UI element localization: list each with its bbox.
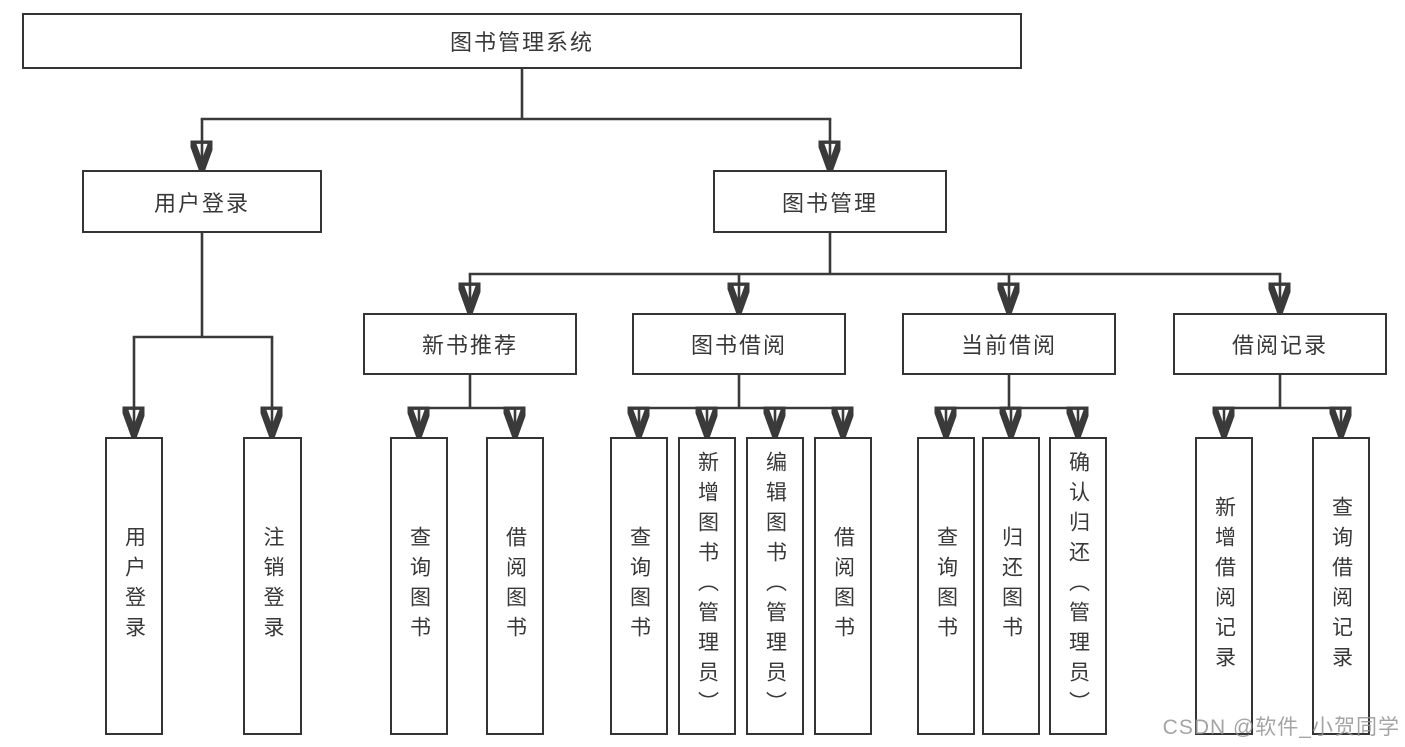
node-leaf-bb-borrow-book: 借阅图书 [814,437,872,735]
node-new-book-recommendation: 新书推荐 [363,313,577,375]
node-label: 借阅图书 [831,526,855,646]
node-label: 用户登录 [122,526,146,646]
node-library-management-system: 图书管理系统 [22,13,1022,69]
node-label: 查询图书 [627,526,651,646]
node-label: 查询图书 [407,526,431,646]
node-label: 借阅记录 [1231,333,1328,358]
node-label: 图书借阅 [690,333,787,358]
node-leaf-user-login: 用户登录 [105,437,163,735]
node-leaf-logout: 注销登录 [243,437,302,735]
node-label: 归还图书 [999,526,1023,646]
node-leaf-br-add-record: 新增借阅记录 [1195,437,1253,735]
node-label: 图书管理 [781,190,878,216]
node-label: 新书推荐 [421,333,518,358]
node-leaf-cb-return-book: 归还图书 [982,437,1040,735]
node-leaf-bb-add-book-admin: 新增图书（管理员） [678,437,736,735]
node-leaf-rec-borrow-book: 借阅图书 [486,437,544,735]
node-borrowing-records: 借阅记录 [1173,313,1387,375]
node-leaf-cb-query-book: 查询图书 [917,437,975,735]
node-user-login: 用户登录 [82,170,322,233]
node-label: 新增借阅记录 [1212,496,1236,676]
node-label: 用户登录 [153,190,250,216]
node-book-borrowing: 图书借阅 [632,313,846,375]
node-label: 图书管理系统 [449,30,594,55]
node-leaf-bb-edit-book-admin: 编辑图书（管理员） [746,437,804,735]
node-leaf-br-query-record: 查询借阅记录 [1312,437,1370,735]
node-current-borrowing: 当前借阅 [902,313,1116,375]
node-leaf-bb-query-book: 查询图书 [610,437,668,735]
node-book-management: 图书管理 [713,170,947,233]
node-label: 查询图书 [934,526,958,646]
node-leaf-rec-query-book: 查询图书 [390,437,448,735]
node-label: 注销登录 [261,526,284,646]
node-label: 确认归还（管理员） [1066,451,1090,721]
node-label: 编辑图书（管理员） [763,451,787,721]
node-label: 新增图书（管理员） [695,451,719,721]
csdn-watermark: CSDN @软件_小贺同学 [1162,716,1400,739]
node-label: 查询借阅记录 [1329,496,1353,676]
node-leaf-cb-confirm-return-admin: 确认归还（管理员） [1049,437,1107,735]
node-label: 当前借阅 [960,333,1057,358]
node-label: 借阅图书 [503,526,527,646]
